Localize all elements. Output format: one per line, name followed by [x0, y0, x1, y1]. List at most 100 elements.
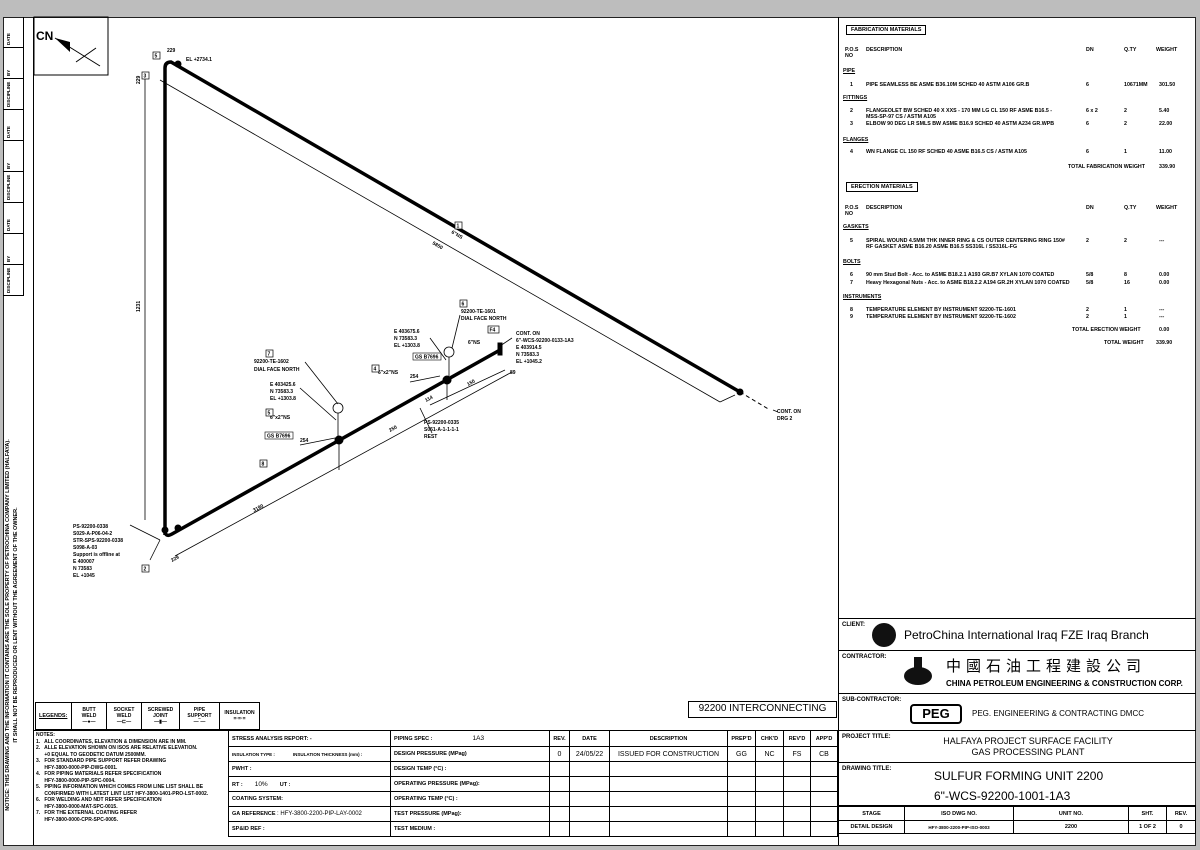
revision-cell: DATE: [3, 110, 24, 141]
contractor-block: CONTRACTOR: 中國石油工程建設公司 CHINA PETROLEUM E…: [838, 651, 1196, 694]
grand-total-value: 339.90: [1156, 340, 1173, 346]
line-number: 6"-WCS-92200-1001-1A3: [934, 789, 1071, 803]
header-desc: DESCRIPTION: [866, 205, 903, 211]
material-qty: 10671MM: [1124, 82, 1148, 88]
revision-cell: DATE: [3, 17, 24, 48]
design-temp: DESIGN TEMP (°C) :: [390, 761, 550, 777]
svg-text:E 400007: E 400007: [73, 559, 95, 565]
header-qty: Q.TY: [1124, 47, 1137, 53]
pipe-route: [161, 60, 771, 538]
subcontractor-name: PEG. ENGINEERING & CONTRACTING DMCC: [972, 709, 1145, 718]
svg-text:CONT. ON: CONT. ON: [516, 331, 540, 337]
test-pressure: TEST PRESSURE (MPag):: [390, 806, 550, 822]
svg-text:1: 1: [457, 224, 460, 230]
isometric-drawing: CN 229: [33, 16, 801, 579]
total-label: TOTAL FABRICATION WEIGHT: [1068, 164, 1145, 170]
rev-col-header: REV.: [549, 730, 570, 747]
material-qty: 1: [1124, 307, 1127, 313]
group-bolts: BOLTS: [843, 259, 861, 265]
piping-spec: PIPING SPEC :1A3: [390, 730, 550, 747]
revision-cell: DATE: [3, 203, 24, 234]
material-qty: 2: [1124, 121, 1127, 127]
unit-header: UNIT NO.: [1013, 806, 1129, 821]
svg-text:S098-A-03: S098-A-03: [73, 545, 97, 551]
notes: NOTES: 1. ALL COORDINATES, ELEVATION & D…: [36, 732, 228, 823]
rev-checked: NC: [755, 746, 784, 762]
pwht: PWHT :: [228, 761, 391, 777]
note-line: 5. PIPING INFORMATION WHICH COMES FROM L…: [36, 784, 204, 790]
notes-title: NOTES:: [36, 732, 55, 738]
client-block: CLIENT: PetroChina International Iraq FZ…: [838, 619, 1196, 651]
revision-cell: DISCIPLINE: [3, 265, 24, 296]
svg-text:DRG 2: DRG 2: [777, 416, 793, 422]
svg-text:EL +1045.2: EL +1045.2: [516, 359, 542, 365]
spid-reference: SP&ID REF :: [228, 821, 391, 837]
svg-text:2: 2: [144, 567, 147, 573]
header-weight: WEIGHT: [1156, 47, 1178, 53]
item-marker: 2: [141, 564, 150, 573]
north-arrow: CN: [33, 16, 109, 76]
svg-text:6"-WCS-92200-0133-1A3: 6"-WCS-92200-0133-1A3: [516, 338, 574, 344]
date-col-header: DATE: [569, 730, 610, 747]
material-dn: 2: [1086, 307, 1089, 313]
material-pos: 2: [850, 108, 853, 114]
material-weight: 0.00: [1159, 280, 1170, 286]
group-pipe: PIPE: [843, 68, 856, 74]
header-no: NO: [845, 53, 853, 59]
svg-text:6"x2"NS: 6"x2"NS: [378, 370, 399, 376]
ga-reference: GA REFERENCE : HFY-3800-2200-PIP-LAY-000…: [228, 806, 391, 822]
material-dn: 6: [1086, 121, 1089, 127]
svg-text:PS-92200-0338: PS-92200-0338: [73, 524, 108, 530]
total-value: 339.90: [1159, 164, 1176, 170]
legend-socket-weld: SOCKET WELD—⊏—: [106, 702, 142, 730]
legend-insulation: INSULATION=·=·=: [219, 702, 260, 730]
operating-temp: OPERATING TEMP (°C) :: [390, 791, 550, 807]
project-label: PROJECT TITLE:: [842, 734, 891, 740]
svg-text:EL +2734.1: EL +2734.1: [186, 57, 212, 63]
note-line: CONFIRMED WITH LATEST LINT LIST HFY-3800…: [36, 790, 209, 797]
material-pos: 7: [850, 280, 853, 286]
material-row: 7 Heavy Hexagonal Nuts - Acc. to ASME B18…: [843, 280, 1188, 288]
svg-text:1231: 1231: [136, 301, 142, 312]
erection-header: P.O.S NO DESCRIPTION DN Q.TY WEIGHT: [843, 205, 1188, 217]
header-pos: P.O.S: [845, 205, 859, 211]
fabrication-total: TOTAL FABRICATION WEIGHT 339.90: [843, 164, 1188, 172]
project-block: PROJECT TITLE: HALFAYA PROJECT SURFACE F…: [838, 731, 1196, 763]
note-line: 6. FOR WELDING AND NDT REFER SPECIFICATI…: [36, 797, 162, 803]
note-line: HFY-3800-0000-PIP-SPC-0004.: [36, 777, 116, 784]
material-desc: TEMPERATURE ELEMENT BY INSTRUMENT 92200-…: [866, 307, 1016, 313]
grand-total-label: TOTAL WEIGHT: [1104, 340, 1144, 346]
stress-analysis: STRESS ANALYSIS REPORT: -: [228, 730, 391, 747]
svg-text:EL +1303.8: EL +1303.8: [394, 343, 420, 349]
revision-number: 0: [1166, 820, 1196, 834]
rev-reviewed: FS: [783, 746, 811, 762]
svg-text:EL +1303.8: EL +1303.8: [270, 396, 296, 402]
contractor-name-en: CHINA PETROLEUM ENGINEERING & CONSTRUCTI…: [946, 679, 1183, 688]
revision-cell: BY: [3, 141, 24, 172]
svg-text:150: 150: [466, 378, 476, 387]
subcontractor-block: SUB-CONTRACTOR: PEG PEG. ENGINEERING & C…: [838, 694, 1196, 731]
sheet-info-table: STAGE ISO DWG NO. UNIT NO. SHT. REV. DET…: [838, 806, 1196, 834]
group-gaskets: GASKETS: [843, 224, 869, 230]
subcontractor-label: SUB-CONTRACTOR:: [842, 697, 902, 703]
iso-dwg-number: HFY-3800-2200-PIP-ISO-0003: [904, 820, 1014, 834]
revision-cell: DISCIPLINE: [3, 79, 24, 110]
note-line: HFY-3800-0000-CPR-SPC-0005.: [36, 816, 118, 823]
fabrication-header: P.O.S NO DESCRIPTION DN Q.TY WEIGHT: [843, 47, 1188, 59]
item-marker: 8: [259, 459, 268, 468]
material-desc: PIPE SEAMLESS BE ASME B36.10M SCHED 40 A…: [866, 82, 1030, 88]
svg-text:CN: CN: [36, 29, 53, 43]
material-weight: 301.50: [1159, 82, 1176, 88]
material-desc: ELBOW 90 DEG LR SMLS BW ASME B16.9 SCHED…: [866, 121, 1055, 127]
fabrication-title: FABRICATION MATERIALS: [846, 25, 927, 35]
svg-text:E 403425.6: E 403425.6: [270, 382, 296, 388]
svg-text:N 73583.3: N 73583.3: [394, 336, 417, 342]
design-data-table: STRESS ANALYSIS REPORT: -PIPING SPEC :1A…: [228, 730, 838, 837]
svg-text:254: 254: [300, 438, 309, 444]
svg-text:229: 229: [170, 554, 180, 563]
material-dn: 5/8: [1086, 280, 1094, 286]
material-desc: Heavy Hexagonal Nuts - Acc. to ASME B18.…: [866, 280, 1070, 286]
